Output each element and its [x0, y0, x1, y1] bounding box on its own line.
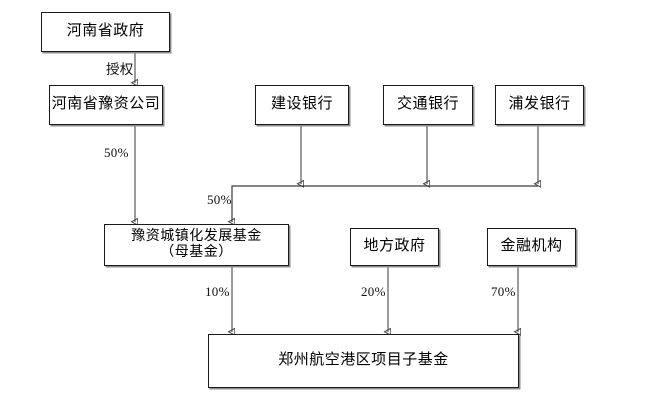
node-label: 金融机构 — [500, 238, 563, 255]
edge-label-text: 50% — [207, 192, 232, 207]
edge-label-text: 70% — [491, 284, 516, 299]
node-bank-ccb: 建设银行 — [255, 85, 349, 125]
edge-label-text: 10% — [205, 284, 230, 299]
edge-label-local-gov-to-sub-fund: 20% — [361, 284, 386, 300]
edge-label-yuzi-to-parent-fund: 50% — [104, 145, 129, 161]
node-label-line2: （母基金） — [160, 245, 233, 260]
wire-banks-bus-to-parent-fund — [232, 185, 538, 222]
node-label: 建设银行 — [270, 96, 333, 113]
edge-label-banks-to-parent-fund: 50% — [207, 192, 232, 208]
node-label: 浦发银行 — [508, 96, 571, 113]
edge-label-text: 20% — [361, 284, 386, 299]
node-parent-fund: 豫资城镇化发展基金 （母基金） — [104, 224, 289, 266]
node-financial-institution: 金融机构 — [487, 228, 576, 266]
node-bank-spdb: 浦发银行 — [495, 85, 584, 125]
node-label: 河南省政府 — [66, 23, 145, 40]
edge-label-authorization: 授权 — [106, 58, 134, 78]
node-sub-fund: 郑州航空港区项目子基金 — [208, 334, 519, 388]
node-bank-bocom: 交通银行 — [383, 85, 473, 125]
edge-label-text: 授权 — [106, 62, 134, 77]
edge-label-text: 50% — [104, 145, 129, 160]
node-provincial-government: 河南省政府 — [41, 12, 170, 52]
node-label: 交通银行 — [396, 96, 459, 113]
node-label: 河南省豫资公司 — [51, 96, 161, 113]
edge-label-financial-inst-to-sub-fund: 70% — [491, 284, 516, 300]
node-yuzi-company: 河南省豫资公司 — [49, 85, 163, 125]
node-local-government: 地方政府 — [350, 228, 439, 266]
node-label-line1: 豫资城镇化发展基金 — [131, 228, 262, 244]
edge-label-parent-fund-to-sub-fund: 10% — [205, 284, 230, 300]
node-label: 地方政府 — [363, 238, 426, 255]
node-label: 郑州航空港区项目子基金 — [278, 352, 449, 369]
